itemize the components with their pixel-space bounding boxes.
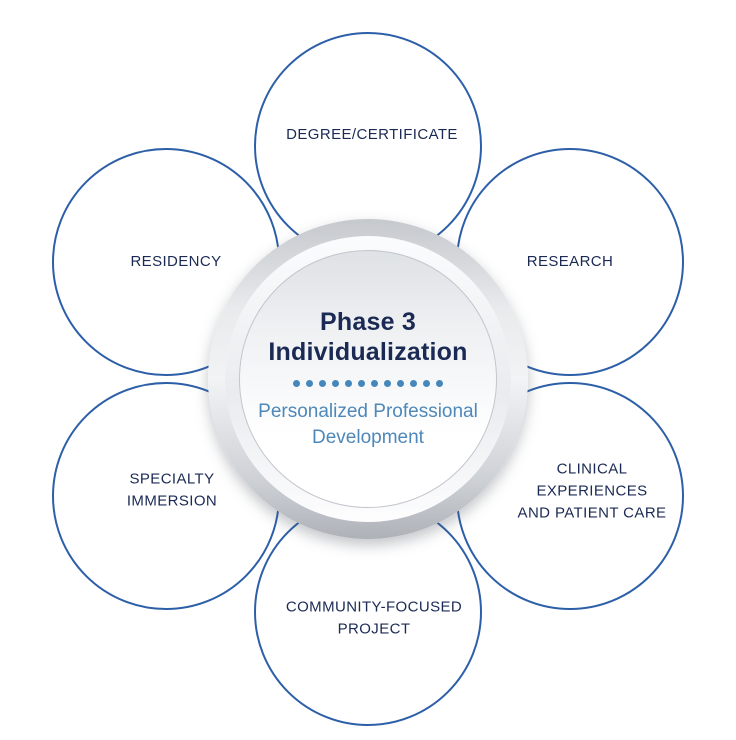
dot [423, 380, 430, 388]
phase-title: Phase 3 Individualization [268, 307, 467, 367]
label-line: RESEARCH [526, 253, 614, 271]
dot [345, 380, 352, 388]
dot [410, 380, 417, 388]
dot [358, 380, 365, 388]
phase-subtitle: Personalized Professional Development [258, 401, 478, 448]
dot [397, 380, 404, 388]
dot [319, 380, 326, 388]
medallion-face: Phase 3 Individualization Personalized P… [239, 250, 497, 508]
label-clinical-experiences: CLINICAL EXPERIENCES AND PATIENT CARE [518, 458, 667, 523]
dot [384, 380, 391, 388]
label-line: AND PATIENT CARE [517, 503, 667, 521]
label-line: CLINICAL [556, 460, 628, 478]
label-line: EXPERIENCES [536, 482, 648, 500]
dot [293, 380, 300, 388]
label-residency: RESIDENCY [130, 251, 221, 273]
label-line: IMMERSION [126, 492, 218, 509]
dot [306, 380, 313, 388]
center-medallion: Phase 3 Individualization Personalized P… [208, 219, 528, 539]
dot [371, 380, 378, 388]
label-line: SPECIALTY [129, 470, 215, 488]
label-specialty-immersion: SPECIALTY IMMERSION [127, 468, 217, 512]
phase-title-line1: Phase 3 [320, 308, 416, 337]
label-line: DEGREE/CERTIFICATE [286, 126, 458, 144]
phase-title-line2: Individualization [268, 338, 468, 367]
label-community-focused-project: COMMUNITY-FOCUSED PROJECT [286, 596, 462, 640]
label-line: RESIDENCY [130, 253, 222, 271]
dots-separator [293, 380, 443, 388]
label-line: COMMUNITY-FOCUSED [285, 598, 463, 616]
label-research: RESEARCH [527, 251, 614, 273]
label-degree-certificate: DEGREE/CERTIFICATE [286, 124, 458, 146]
label-line: PROJECT [337, 620, 411, 637]
dot [436, 380, 443, 388]
dot [332, 380, 339, 388]
